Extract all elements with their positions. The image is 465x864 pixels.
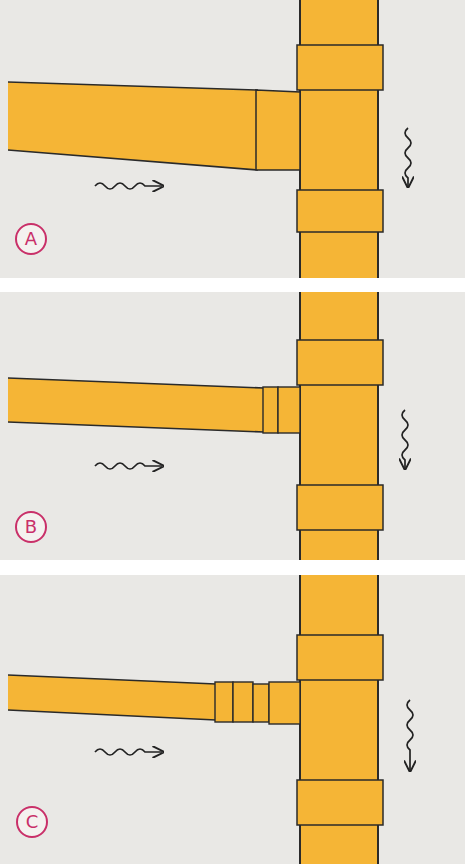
panel-letter: A bbox=[25, 230, 37, 248]
pipe-coupling bbox=[263, 387, 278, 433]
pipe-edge bbox=[8, 378, 264, 388]
flow-arrow bbox=[405, 128, 411, 186]
pipe-edge bbox=[8, 82, 258, 90]
reducer-fitting bbox=[215, 682, 233, 722]
pipe-coupling bbox=[269, 682, 300, 724]
flow-arrow bbox=[407, 700, 413, 770]
pipe-edge bbox=[8, 422, 264, 432]
branch-pipe bbox=[8, 82, 258, 170]
stack-hub bbox=[297, 340, 383, 385]
panel-ground bbox=[0, 575, 465, 864]
panel-letter-circle: C bbox=[16, 806, 48, 838]
branch-pipe bbox=[8, 378, 264, 432]
vertical-stack bbox=[300, 0, 378, 278]
panel-letter: B bbox=[25, 518, 37, 536]
pipe-edge bbox=[8, 710, 216, 720]
pipe-edge bbox=[8, 675, 216, 684]
flow-arrow bbox=[95, 183, 162, 189]
panel-letter-circle: A bbox=[15, 223, 47, 255]
flow-arrow bbox=[95, 463, 162, 469]
flow-arrow bbox=[402, 410, 408, 468]
pipe-edge bbox=[8, 150, 258, 170]
panel-letter-circle: B bbox=[15, 511, 47, 543]
stack-hub bbox=[297, 190, 383, 232]
branch-pipe bbox=[8, 675, 216, 720]
pipe-coupling bbox=[256, 90, 300, 170]
panel-letter: C bbox=[26, 813, 39, 831]
stack-edge bbox=[377, 0, 379, 278]
panel-ground bbox=[0, 292, 465, 560]
stack-hub bbox=[297, 635, 383, 680]
pipe-coupling bbox=[278, 387, 300, 433]
panel-c-pipes bbox=[8, 575, 413, 864]
pipe-segment bbox=[253, 684, 269, 722]
panel-a-pipes bbox=[8, 0, 411, 278]
stack-hub bbox=[297, 780, 383, 825]
panel-ground bbox=[0, 0, 465, 278]
stack-hub bbox=[297, 485, 383, 530]
stack-hub bbox=[297, 45, 383, 90]
panel-b-pipes bbox=[8, 292, 408, 560]
flow-arrow bbox=[95, 749, 162, 755]
reducer-fitting bbox=[233, 682, 253, 722]
